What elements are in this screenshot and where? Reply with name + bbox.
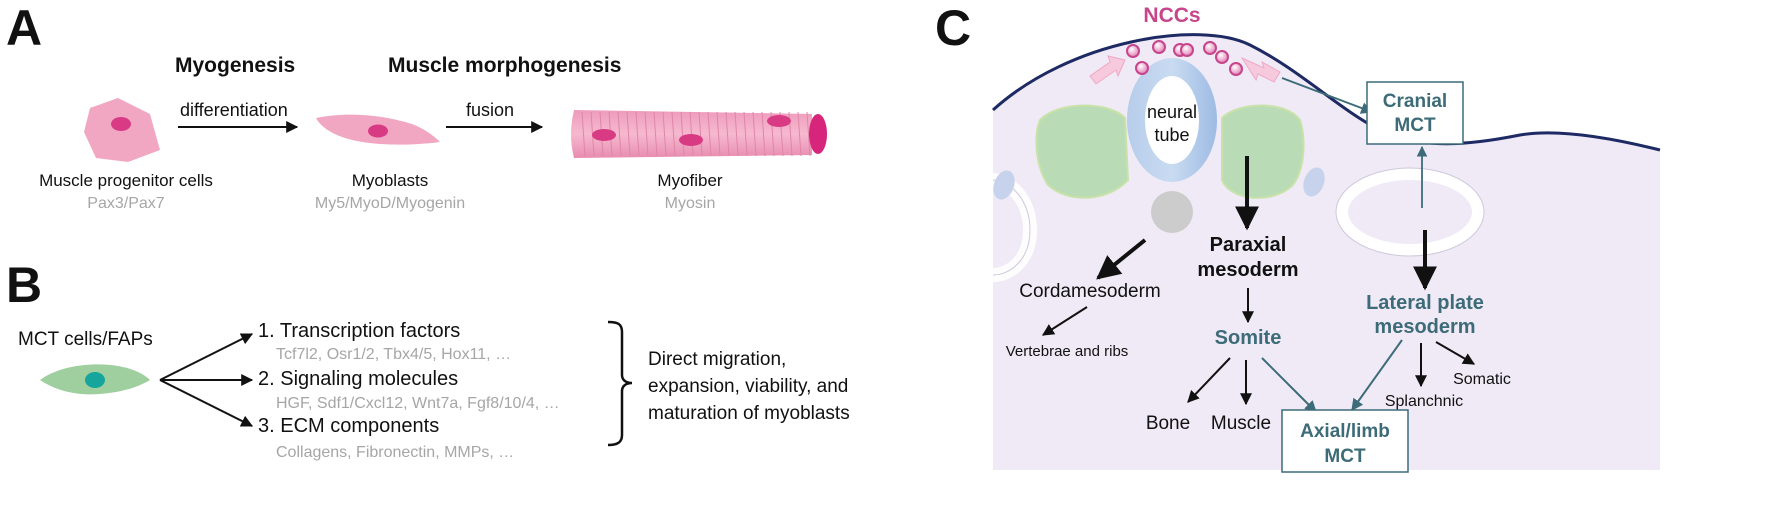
bone-label: Bone — [1146, 413, 1190, 434]
heading-muscle-morphogenesis: Muscle morphogenesis — [388, 54, 621, 77]
cranial-mct-label-1: Cranial — [1383, 91, 1447, 112]
myofiber-striation — [734, 111, 739, 157]
ncc-to-cranial-arrow — [1281, 77, 1374, 114]
myofiber-striation — [698, 111, 703, 157]
progenitor-name: Muscle progenitor cells — [39, 171, 213, 190]
myofiber-striation — [626, 111, 631, 157]
left-somite-shape — [1035, 104, 1130, 199]
myofiber-striation — [644, 111, 649, 157]
notochord-to-cordamesoderm-arrow — [1096, 238, 1147, 280]
nccs-label: NCCs — [1143, 4, 1200, 27]
cranial-mct-label-2: MCT — [1394, 115, 1436, 136]
panel-a: A Myogenesis Muscle morphogenesis differ… — [6, 0, 827, 212]
right-small-oval — [1303, 167, 1325, 197]
branch-arrow-transcription — [159, 333, 254, 381]
panel-c-label: C — [935, 0, 971, 56]
notochord-circle — [1151, 191, 1193, 233]
panel-c: C neural tube NCCs — [935, 0, 1661, 473]
panel-b-label: B — [6, 257, 42, 313]
paraxial-label-1: Paraxial — [1210, 234, 1287, 256]
myofiber-striation — [707, 111, 712, 157]
differentiation-label: differentiation — [180, 100, 288, 120]
myofiber-striation — [671, 111, 676, 157]
lateral-plate-label-2: mesoderm — [1374, 316, 1475, 338]
factor-3-title: 3. ECM components — [258, 415, 439, 437]
right-somite-shape — [1221, 104, 1305, 199]
mct-source-label: MCT cells/FAPs — [18, 329, 153, 350]
lateral-plate-label-1: Lateral plate — [1366, 292, 1484, 314]
myofiber-striation — [761, 111, 766, 157]
ectoderm-line — [991, 33, 1661, 152]
ncc-cluster-icon — [1126, 40, 1243, 76]
myofiber-striation — [689, 111, 694, 157]
neural-tube-label-1: neural — [1147, 102, 1197, 122]
summary-brace — [607, 320, 633, 447]
myofiber-striation — [716, 111, 721, 157]
lateral-to-axial-arrow — [1351, 339, 1403, 411]
progenitor-markers: Pax3/Pax7 — [87, 195, 164, 212]
somite-to-axial-arrow — [1261, 357, 1317, 413]
cordamesoderm-label: Cordamesoderm — [1019, 281, 1161, 302]
myofiber-striation — [662, 111, 667, 157]
heading-myogenesis: Myogenesis — [175, 54, 295, 77]
embryo-section — [993, 34, 1660, 471]
right-coelom-ring — [1336, 168, 1484, 256]
branch-arrow-ecm — [159, 379, 254, 427]
panel-a-label: A — [6, 0, 42, 56]
factor-1-examples: Tcf7l2, Osr1/2, Tbx4/5, Hox11, … — [276, 346, 511, 363]
myofiber-striation — [797, 111, 802, 157]
muscle-label: Muscle — [1211, 413, 1271, 434]
lateral-to-somatic-arrow — [1435, 341, 1476, 365]
myoblast-markers: My5/MyoD/Myogenin — [315, 195, 465, 212]
outcome-line-1: Direct migration, — [648, 349, 786, 370]
myofiber-striation — [635, 111, 640, 157]
myofiber-striation — [806, 111, 811, 157]
factor-1-title: 1. Transcription factors — [258, 320, 460, 342]
myofiber-striation — [752, 111, 757, 157]
mct-cell-icon — [40, 364, 150, 395]
paraxial-label-2: mesoderm — [1197, 259, 1298, 281]
factor-2-examples: HGF, Sdf1/Cxcl12, Wnt7a, Fgf8/10/4, … — [276, 395, 560, 412]
outcome-line-3: maturation of myoblasts — [648, 403, 850, 424]
panel-b: B MCT cells/FAPs 1. Transcription factor… — [6, 257, 850, 461]
myoblast-name: Myoblasts — [352, 171, 429, 190]
fusion-label: fusion — [466, 100, 514, 120]
myofiber-striation — [581, 111, 586, 157]
axial-limb-label-2: MCT — [1324, 446, 1366, 467]
splanchnic-label: Splanchnic — [1385, 393, 1463, 410]
muscle-progenitor-cell-icon — [84, 98, 160, 162]
axial-limb-label-1: Axial/limb — [1300, 421, 1390, 442]
myofiber-name: Myofiber — [657, 171, 723, 190]
neural-tube-label-2: tube — [1154, 125, 1189, 145]
cordamesoderm-to-vertebrae-arrow — [1041, 306, 1088, 336]
somite-to-bone-arrow — [1187, 357, 1231, 403]
outcome-line-2: expansion, viability, and — [648, 376, 848, 397]
myofiber-striation — [680, 111, 685, 157]
factor-3-examples: Collagens, Fibronectin, MMPs, … — [276, 444, 514, 461]
left-small-oval — [993, 170, 1015, 200]
myofiber-markers: Myosin — [665, 195, 716, 212]
neural-tube-lumen — [1145, 76, 1199, 164]
ncc-left-migration-arrow — [1089, 55, 1126, 85]
myofiber-striation — [617, 111, 622, 157]
axial-limb-mct-box — [1281, 409, 1409, 473]
myofiber-striation — [653, 111, 658, 157]
cranial-mct-box — [1366, 81, 1464, 145]
somatic-label: Somatic — [1453, 371, 1511, 388]
vertebrae-label: Vertebrae and ribs — [1006, 343, 1129, 360]
myofiber-icon — [571, 110, 827, 158]
myofiber-striation — [743, 111, 748, 157]
somite-label: Somite — [1215, 327, 1282, 349]
myoblast-icon — [316, 114, 440, 145]
factor-2-title: 2. Signaling molecules — [258, 368, 458, 390]
myofiber-striation — [725, 111, 730, 157]
ncc-right-migration-arrow — [1240, 56, 1281, 83]
